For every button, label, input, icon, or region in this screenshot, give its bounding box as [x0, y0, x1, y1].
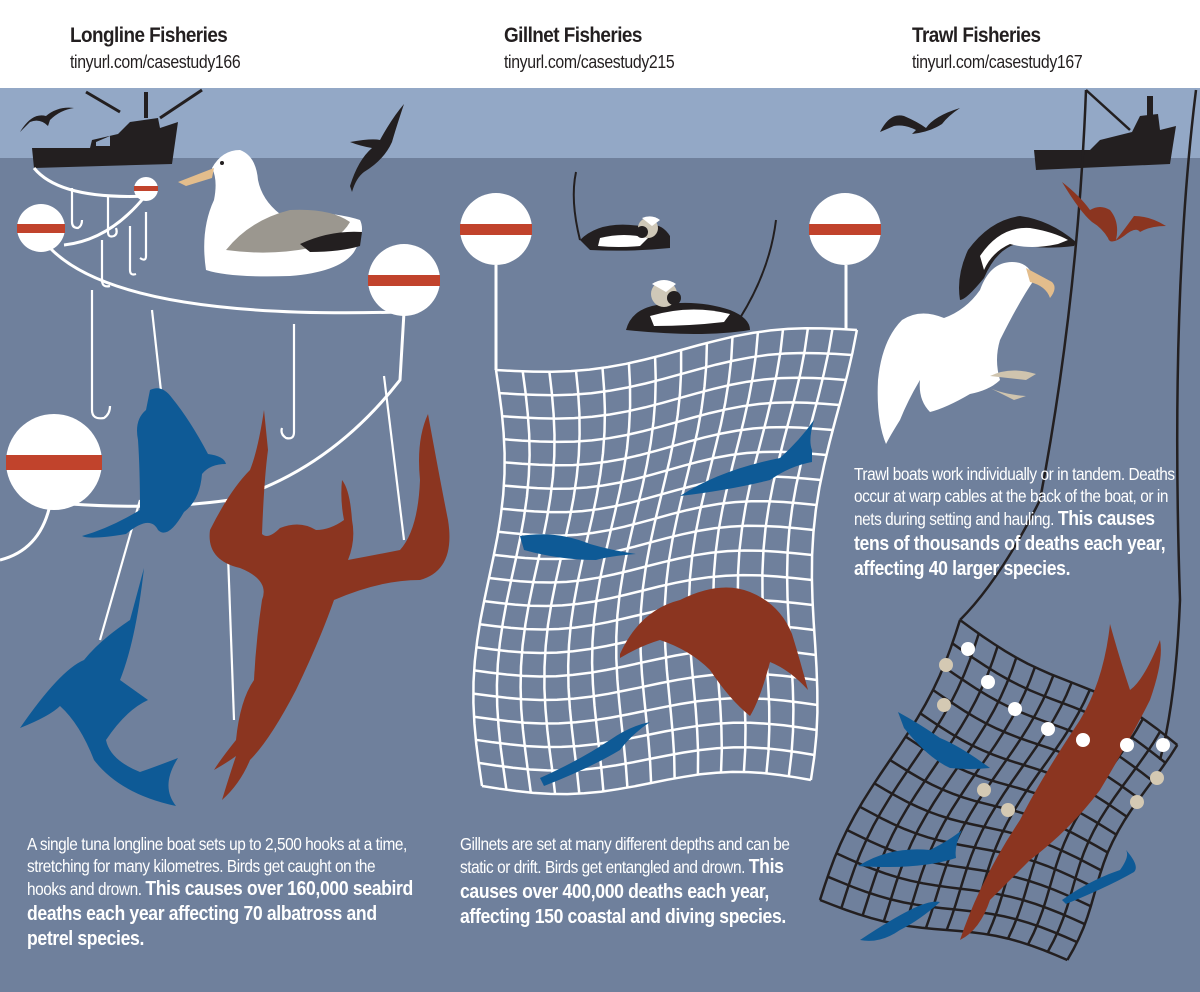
gillnet-heading: Gillnet Fisheries tinyurl.com/casestudy2… — [504, 24, 698, 73]
trawl-title: Trawl Fisheries — [912, 24, 1041, 47]
fishing-boat-icon — [1034, 96, 1176, 170]
sky-band — [0, 88, 1200, 158]
net-float — [961, 642, 1170, 752]
trawl-heading: Trawl Fisheries tinyurl.com/casestudy167 — [912, 24, 1106, 73]
longline-link[interactable]: tinyurl.com/casestudy166 — [70, 52, 241, 72]
fish-icon — [20, 568, 178, 806]
fish-icon — [680, 420, 814, 496]
trawl-caption: Trawl boats work individually or in tand… — [854, 463, 1180, 582]
fish-icon — [82, 388, 226, 538]
gillnet-icon — [472, 326, 859, 796]
drowned-bird-icon — [960, 624, 1161, 940]
longline-description: A single tuna longline boat sets up to 2… — [27, 834, 407, 899]
albatross-icon — [877, 216, 1076, 444]
fish-icon — [540, 722, 650, 786]
fish-icon — [520, 534, 636, 560]
gillnet-title: Gillnet Fisheries — [504, 24, 642, 47]
header: Longline Fisheries tinyurl.com/casestudy… — [0, 0, 1200, 88]
fishing-boat-icon — [32, 88, 203, 168]
net-float — [937, 658, 1164, 817]
flying-bird-icon — [350, 104, 404, 192]
fish-icon — [1062, 850, 1136, 904]
buoy-icon — [6, 177, 440, 510]
gillnet-caption: Gillnets are set at many different depth… — [460, 833, 812, 930]
duck-icon — [572, 171, 670, 251]
warp-cable — [959, 89, 1198, 761]
drowned-bird-icon — [1062, 182, 1166, 242]
trawl-impact: This causes tens of thousands of deaths … — [854, 508, 1166, 580]
trawl-description: Trawl boats work individually or in tand… — [854, 464, 1175, 529]
flying-bird-icon — [20, 107, 74, 132]
longline-caption: A single tuna longline boat sets up to 2… — [27, 833, 414, 952]
gillnet-description: Gillnets are set at many different depth… — [460, 834, 790, 877]
fish-icon — [898, 712, 990, 769]
flying-bird-icon — [880, 108, 960, 134]
longline-impact: This causes over 160,000 seabird deaths … — [27, 878, 413, 950]
fish-icon — [860, 901, 940, 941]
buoy-icon — [460, 193, 881, 265]
longline-heading: Longline Fisheries tinyurl.com/casestudy… — [70, 24, 264, 73]
gillnet-link[interactable]: tinyurl.com/casestudy215 — [504, 52, 675, 72]
longline-title: Longline Fisheries — [70, 24, 228, 47]
fish-icon — [858, 830, 962, 867]
gillnet-impact: This causes over 400,000 deaths each yea… — [460, 856, 786, 928]
duck-icon — [626, 219, 777, 334]
drowned-bird-icon — [209, 410, 450, 800]
albatross-icon — [178, 150, 362, 277]
trawl-link[interactable]: tinyurl.com/casestudy167 — [912, 52, 1083, 72]
drowned-bird-icon — [620, 587, 808, 716]
